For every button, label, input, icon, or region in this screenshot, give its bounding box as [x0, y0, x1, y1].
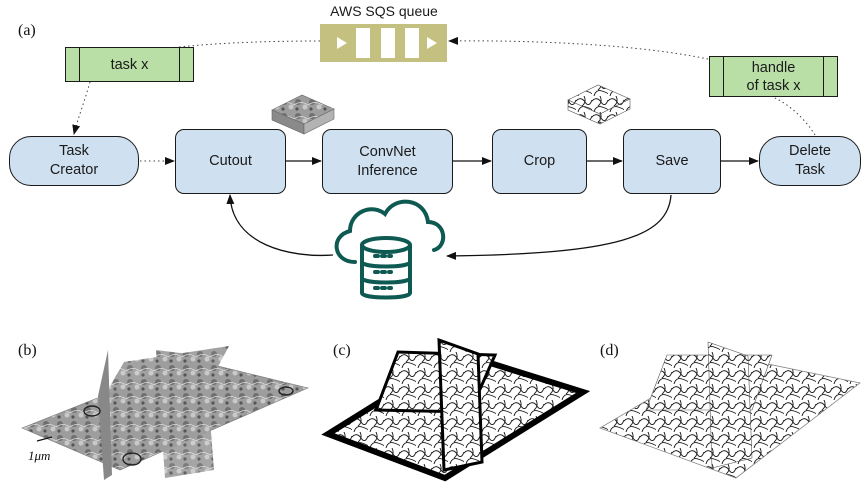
arrow-storage-to-cutout [226, 194, 334, 257]
task-tag: task x [65, 47, 194, 82]
task-creator-node: Task Creator [9, 136, 139, 186]
dotted-delete-to-handle [774, 97, 816, 136]
segmentation-volume-render [599, 341, 861, 479]
sqs-queue-icon [320, 24, 447, 62]
handle-tag-label: handle of task x [746, 59, 801, 94]
scale-bar-label: 1μm [28, 448, 51, 463]
convnet-inference-label: ConvNet Inference [357, 143, 418, 179]
dotted-task-to-creator [72, 81, 91, 135]
task-tag-label: task x [110, 56, 149, 73]
delete-task-node: Delete Task [759, 136, 861, 186]
em-volume-render [21, 346, 309, 480]
convnet-inference-node: ConvNet Inference [322, 129, 453, 194]
save-label: Save [655, 153, 689, 169]
panel-label-b: (b) [18, 342, 37, 359]
cutout-node: Cutout [175, 129, 286, 194]
task-creator-label: Task Creator [49, 143, 99, 178]
panel-label-c: (c) [333, 342, 351, 359]
segmentation-volume-thumbnail [567, 84, 631, 125]
dotted-handle-to-queue [448, 36, 709, 60]
delete-task-label: Delete Task [789, 143, 831, 178]
cloud-storage-icon [334, 199, 445, 300]
save-node: Save [623, 129, 721, 194]
panel-label-d: (d) [600, 342, 619, 359]
crop-label: Crop [523, 153, 556, 169]
panel-label-a: (a) [18, 22, 36, 39]
scale-bar [36, 436, 53, 442]
crop-node: Crop [492, 129, 587, 194]
boundary-volume-render [321, 337, 591, 482]
em-volume-thumbnail [271, 94, 335, 135]
cutout-label: Cutout [209, 153, 252, 169]
handle-tag: handle of task x [709, 56, 838, 97]
arrow-save-to-storage [446, 194, 672, 260]
queue-title: AWS SQS queue [330, 3, 438, 19]
